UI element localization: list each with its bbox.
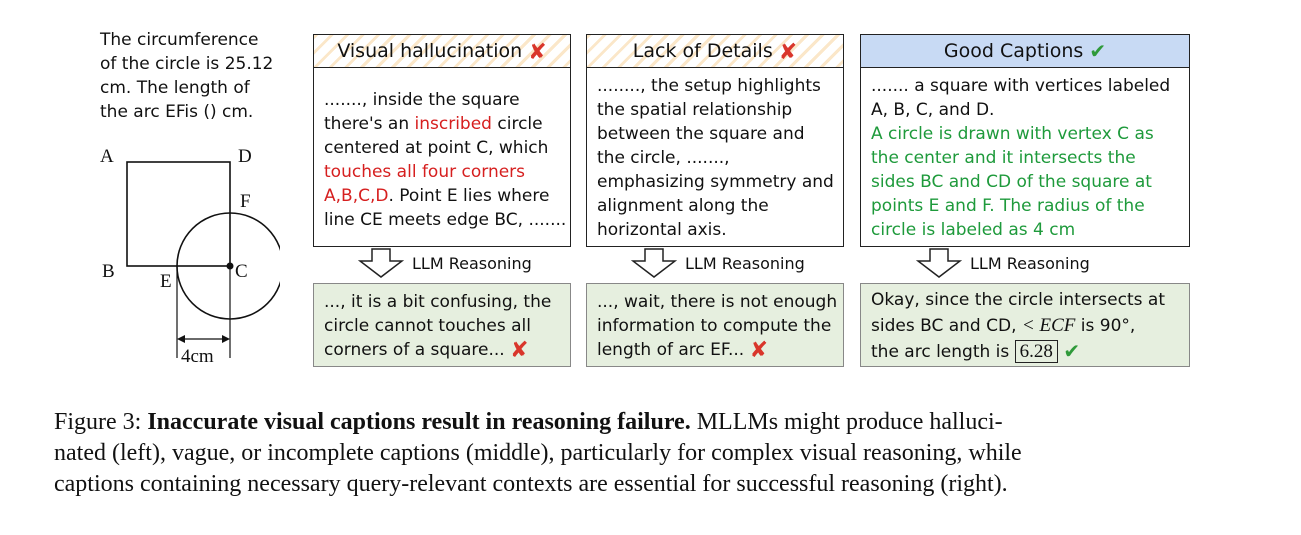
label-f: F	[240, 191, 251, 212]
caption-line: ....... a square with vertices labeled	[871, 76, 1171, 96]
caption-line: ......., inside the square	[324, 90, 520, 110]
reasoning-arrow-row: LLM Reasoning	[631, 248, 805, 278]
label-b: B	[102, 261, 115, 282]
question-line: cm. The length of	[100, 78, 250, 98]
caption-line: the circle, .......,	[597, 148, 730, 168]
question-line: of the circle is 25.12	[100, 54, 274, 74]
measure-arrow-right	[222, 335, 230, 343]
caption-line: between the square and	[597, 124, 805, 144]
caption-line: Figure 3: Inaccurate visual captions res…	[54, 409, 1003, 435]
result-line: circle cannot touches all	[324, 316, 531, 336]
panel-title: Visual hallucination	[337, 40, 523, 62]
caption-line: ........, the setup highlights	[597, 76, 821, 96]
label-c: C	[235, 261, 248, 282]
caption-line: centered at point C, which	[324, 138, 549, 158]
caption-bold: Inaccurate visual captions result in rea…	[147, 409, 691, 435]
down-arrow-icon	[631, 248, 677, 278]
square-shape	[126, 161, 231, 267]
label-d: D	[238, 146, 252, 167]
label-a: A	[100, 146, 114, 167]
caption-line: A,B,C,D. Point E lies where	[324, 186, 550, 206]
cross-icon: ✘	[510, 338, 529, 363]
panel-title: Lack of Details	[632, 40, 773, 62]
hallucinated-text: A,B,C,D	[324, 186, 389, 206]
caption-line: emphasizing symmetry and	[597, 172, 834, 192]
reasoning-arrow-row: LLM Reasoning	[358, 248, 532, 278]
caption-text: ......., inside the square there's an in…	[324, 88, 566, 232]
reasoning-result-good-captions: Okay, since the circle intersects at sid…	[860, 283, 1190, 367]
relevant-context-text: the center and it intersects the	[871, 148, 1136, 168]
result-line: the arc length is 6.28 ✔	[871, 339, 1081, 363]
answer-box: 6.28	[1014, 340, 1058, 363]
figure-label: Figure 3:	[54, 409, 148, 435]
caption-line: captions containing necessary query-rele…	[54, 471, 1008, 497]
check-icon: ✔	[1089, 39, 1107, 63]
result-line: Okay, since the circle intersects at	[871, 290, 1165, 310]
caption-line: there's an inscribed circle	[324, 114, 543, 134]
reasoning-result-hallucination: ..., it is a bit confusing, the circle c…	[313, 283, 571, 367]
cross-icon: ✘	[528, 40, 547, 65]
question-line: The circumference	[100, 30, 259, 50]
caption-line: line CE meets edge BC, .......	[324, 210, 567, 230]
result-text: Okay, since the circle intersects at sid…	[871, 288, 1165, 365]
caption-line: the spatial relationship	[597, 100, 793, 120]
relevant-context-text: A circle is drawn with vertex C as	[871, 124, 1154, 144]
hallucinated-text: touches all four corners	[324, 162, 526, 182]
caption-line: A, B, C, and D.	[871, 100, 995, 120]
caption-box-good-captions: ....... a square with vertices labeled A…	[860, 67, 1190, 247]
angle-expression: < ECF	[1021, 315, 1076, 336]
hallucinated-text: inscribed	[414, 114, 492, 134]
result-text: ..., wait, there is not enough informati…	[597, 290, 837, 363]
caption-text: ........, the setup highlights the spati…	[597, 74, 834, 242]
geometry-figure: A D F B E C 4cm	[100, 146, 280, 367]
panel-header-hallucination: Visual hallucination ✘	[313, 34, 571, 69]
relevant-context-text: circle is labeled as 4 cm	[871, 220, 1076, 240]
reasoning-label: LLM Reasoning	[412, 253, 532, 273]
label-e: E	[160, 271, 172, 292]
result-line: corners of a square... ✘	[324, 338, 529, 363]
caption-text: ....... a square with vertices labeled A…	[871, 74, 1170, 242]
check-icon: ✔	[1063, 339, 1081, 363]
panel-header-good-captions: Good Captions ✔	[860, 34, 1190, 69]
caption-line: nated (left), vague, or incomplete capti…	[54, 440, 1022, 466]
down-arrow-icon	[916, 248, 962, 278]
relevant-context-text: points E and F. The radius of the	[871, 196, 1145, 216]
measure-arrow-left	[177, 335, 185, 343]
relevant-context-text: sides BC and CD of the square at	[871, 172, 1152, 192]
question-text: The circumference of the circle is 25.12…	[100, 28, 300, 124]
reasoning-result-lack-of-details: ..., wait, there is not enough informati…	[586, 283, 844, 367]
question-line: the arc EFis () cm.	[100, 102, 254, 122]
measure-label: 4cm	[181, 346, 214, 367]
result-line: ..., wait, there is not enough	[597, 292, 838, 312]
result-line: sides BC and CD, < ECF is 90°,	[871, 315, 1136, 336]
caption-box-lack-of-details: ........, the setup highlights the spati…	[586, 67, 844, 247]
caption-line: alignment along the	[597, 196, 769, 216]
cross-icon: ✘	[778, 40, 798, 65]
panel-header-lack-of-details: Lack of Details ✘	[586, 34, 844, 69]
caption-box-hallucination: ......., inside the square there's an in…	[313, 67, 571, 247]
panel-title: Good Captions	[943, 40, 1084, 62]
reasoning-arrow-row: LLM Reasoning	[916, 248, 1090, 278]
result-text: ..., it is a bit confusing, the circle c…	[324, 290, 551, 363]
cross-icon: ✘	[749, 338, 769, 363]
reasoning-label: LLM Reasoning	[970, 253, 1090, 273]
result-line: ..., it is a bit confusing, the	[324, 292, 552, 312]
caption-line: horizontal axis.	[597, 220, 727, 240]
reasoning-label: LLM Reasoning	[685, 253, 805, 273]
down-arrow-icon	[358, 248, 404, 278]
result-line: information to compute the	[597, 316, 832, 336]
figure-caption: Figure 3: Inaccurate visual captions res…	[54, 407, 1254, 500]
result-line: length of arc EF... ✘	[597, 338, 769, 363]
